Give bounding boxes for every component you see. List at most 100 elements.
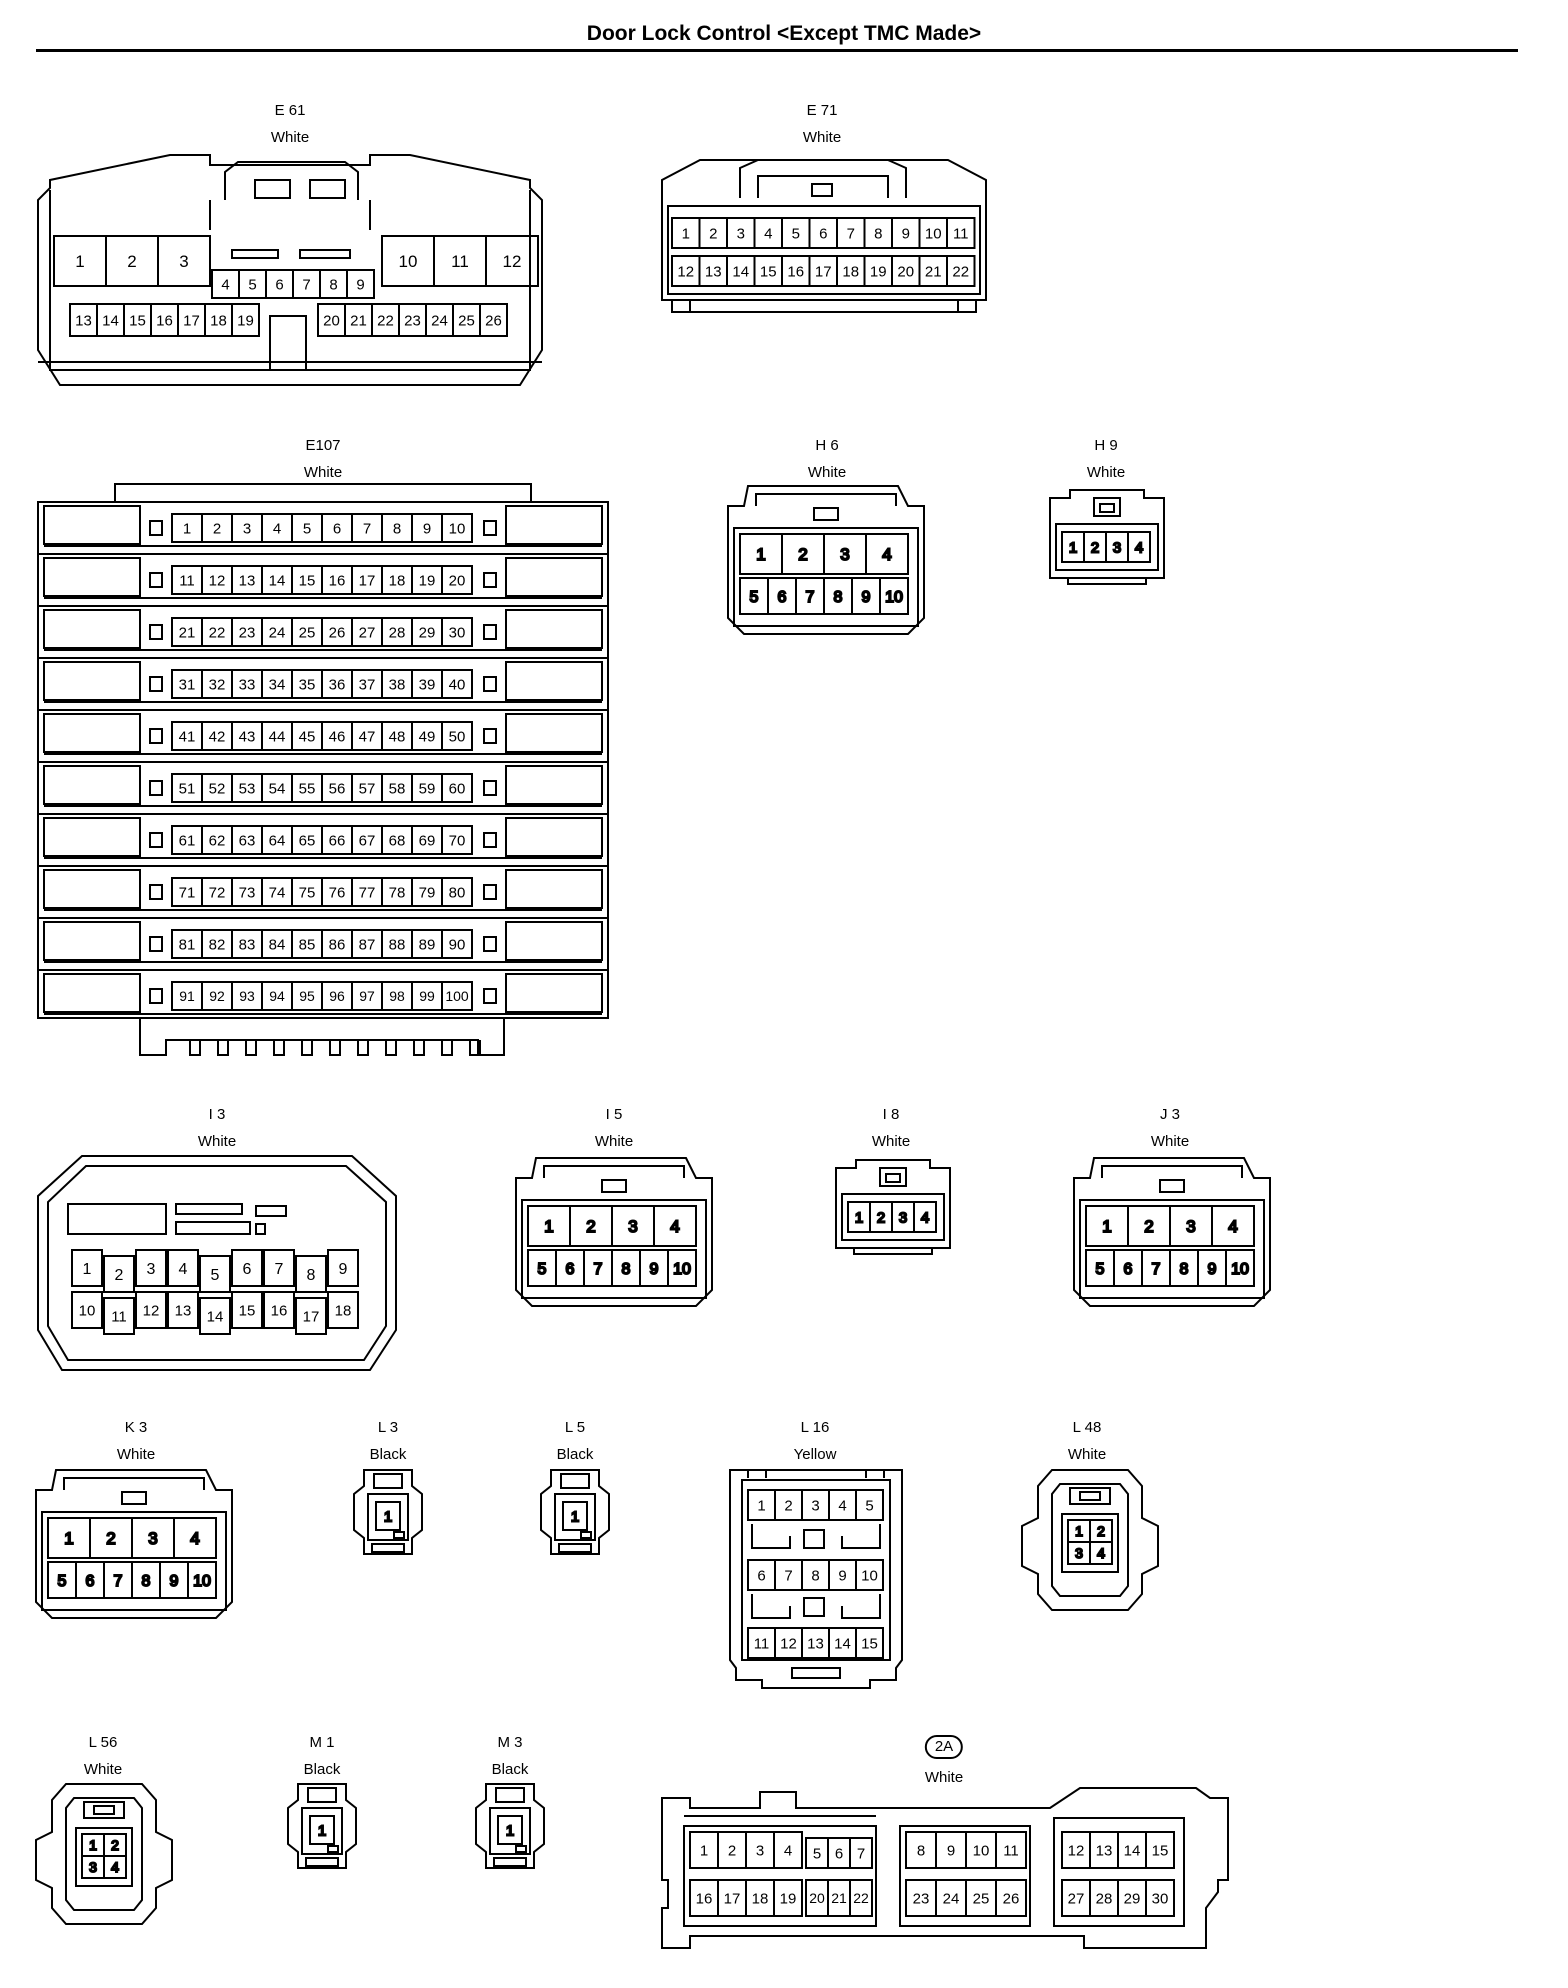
svg-text:7: 7 bbox=[275, 1261, 284, 1278]
svg-text:18: 18 bbox=[335, 1302, 352, 1319]
svg-text:5: 5 bbox=[538, 1261, 547, 1278]
svg-text:10: 10 bbox=[885, 589, 903, 606]
svg-text:9: 9 bbox=[902, 225, 910, 242]
svg-text:70: 70 bbox=[449, 832, 466, 849]
svg-text:2: 2 bbox=[213, 520, 221, 537]
svg-text:42: 42 bbox=[209, 728, 226, 745]
svg-text:10: 10 bbox=[861, 1567, 878, 1584]
connector-color: White bbox=[197, 1133, 237, 1150]
svg-text:41: 41 bbox=[179, 728, 196, 745]
pin-50: 50 bbox=[441, 721, 473, 751]
svg-text:9: 9 bbox=[650, 1261, 659, 1278]
svg-text:11: 11 bbox=[1003, 1842, 1019, 1859]
svg-text:69: 69 bbox=[419, 832, 436, 849]
svg-text:1: 1 bbox=[700, 1842, 708, 1859]
pin-16: 16 bbox=[263, 1291, 295, 1329]
svg-text:61: 61 bbox=[179, 832, 196, 849]
svg-text:25: 25 bbox=[299, 624, 316, 641]
svg-text:93: 93 bbox=[239, 988, 255, 1004]
svg-text:3: 3 bbox=[148, 1529, 157, 1548]
svg-text:4: 4 bbox=[190, 1529, 199, 1548]
svg-text:9: 9 bbox=[170, 1573, 179, 1590]
svg-text:17: 17 bbox=[359, 572, 376, 589]
svg-text:2: 2 bbox=[1144, 1217, 1153, 1236]
svg-text:4: 4 bbox=[273, 520, 281, 537]
svg-text:67: 67 bbox=[359, 832, 376, 849]
pin-4: 4 bbox=[1127, 531, 1151, 563]
connector-label: M 1 Black bbox=[304, 1729, 341, 1783]
pin-4: 4 bbox=[103, 1855, 127, 1879]
svg-text:59: 59 bbox=[419, 780, 436, 797]
svg-text:1: 1 bbox=[64, 1529, 73, 1548]
svg-text:40: 40 bbox=[449, 676, 466, 693]
svg-text:92: 92 bbox=[209, 988, 225, 1004]
pin-7: 7 bbox=[263, 1249, 295, 1287]
svg-text:34: 34 bbox=[269, 676, 286, 693]
pin-18: 18 bbox=[745, 1879, 775, 1917]
pin-4: 4 bbox=[173, 1517, 217, 1559]
pin-17: 17 bbox=[295, 1297, 327, 1335]
svg-text:19: 19 bbox=[780, 1890, 797, 1907]
pin-70: 70 bbox=[441, 825, 473, 855]
svg-text:2: 2 bbox=[784, 1497, 792, 1514]
svg-text:32: 32 bbox=[209, 676, 226, 693]
connector-color: White bbox=[924, 1769, 964, 1786]
svg-text:3: 3 bbox=[147, 1261, 156, 1278]
svg-text:22: 22 bbox=[952, 263, 969, 280]
svg-text:5: 5 bbox=[303, 520, 311, 537]
svg-text:11: 11 bbox=[179, 572, 195, 589]
connector-label: I 3 White bbox=[198, 1101, 236, 1155]
page-title: Door Lock Control <Except TMC Made> bbox=[586, 22, 982, 45]
svg-text:13: 13 bbox=[705, 263, 722, 280]
svg-text:7: 7 bbox=[784, 1567, 792, 1584]
svg-text:18: 18 bbox=[389, 572, 406, 589]
pin-29: 29 bbox=[1117, 1879, 1147, 1917]
svg-text:3: 3 bbox=[179, 252, 188, 271]
svg-text:3: 3 bbox=[1113, 539, 1121, 556]
connector-label: I 8 White bbox=[872, 1101, 910, 1155]
svg-text:9: 9 bbox=[838, 1567, 846, 1584]
svg-text:4: 4 bbox=[670, 1217, 679, 1236]
svg-text:6: 6 bbox=[757, 1567, 765, 1584]
svg-text:1: 1 bbox=[318, 1822, 326, 1839]
svg-text:4: 4 bbox=[784, 1842, 792, 1859]
svg-text:14: 14 bbox=[269, 572, 286, 589]
svg-text:80: 80 bbox=[449, 884, 466, 901]
svg-text:8: 8 bbox=[811, 1567, 819, 1584]
pin-10: 10 bbox=[965, 1831, 997, 1869]
pin-13: 13 bbox=[167, 1291, 199, 1329]
svg-text:15: 15 bbox=[299, 572, 316, 589]
svg-text:7: 7 bbox=[594, 1261, 603, 1278]
svg-text:3: 3 bbox=[899, 1209, 907, 1226]
svg-text:60: 60 bbox=[449, 780, 466, 797]
pin-3: 3 bbox=[745, 1831, 775, 1869]
svg-text:1: 1 bbox=[757, 1497, 765, 1514]
svg-text:63: 63 bbox=[239, 832, 256, 849]
svg-text:10: 10 bbox=[1231, 1261, 1249, 1278]
connector-color: White bbox=[83, 1761, 123, 1778]
pin-1: 1 bbox=[309, 1815, 335, 1845]
svg-text:17: 17 bbox=[183, 312, 200, 329]
pin-20: 20 bbox=[441, 565, 473, 595]
pin-100: 100 bbox=[441, 981, 473, 1011]
connector-label: M 3 Black bbox=[492, 1729, 529, 1783]
svg-text:10: 10 bbox=[973, 1842, 990, 1859]
pin-20: 20 bbox=[805, 1879, 829, 1917]
pin-9: 9 bbox=[327, 1249, 359, 1287]
svg-text:30: 30 bbox=[1152, 1890, 1169, 1907]
svg-text:9: 9 bbox=[339, 1261, 348, 1278]
connector-color: Black bbox=[491, 1761, 529, 1778]
connector-label: E 71 White bbox=[803, 97, 841, 151]
pin-14: 14 bbox=[1117, 1831, 1147, 1869]
connector-label: H 9 White bbox=[1087, 432, 1125, 486]
pin-8: 8 bbox=[295, 1255, 327, 1293]
svg-text:7: 7 bbox=[302, 276, 310, 293]
pin-14: 14 bbox=[199, 1297, 231, 1335]
svg-text:95: 95 bbox=[299, 988, 315, 1004]
pin-5: 5 bbox=[199, 1255, 231, 1293]
connector-code: E 61 bbox=[274, 102, 306, 119]
svg-text:1: 1 bbox=[756, 545, 765, 564]
